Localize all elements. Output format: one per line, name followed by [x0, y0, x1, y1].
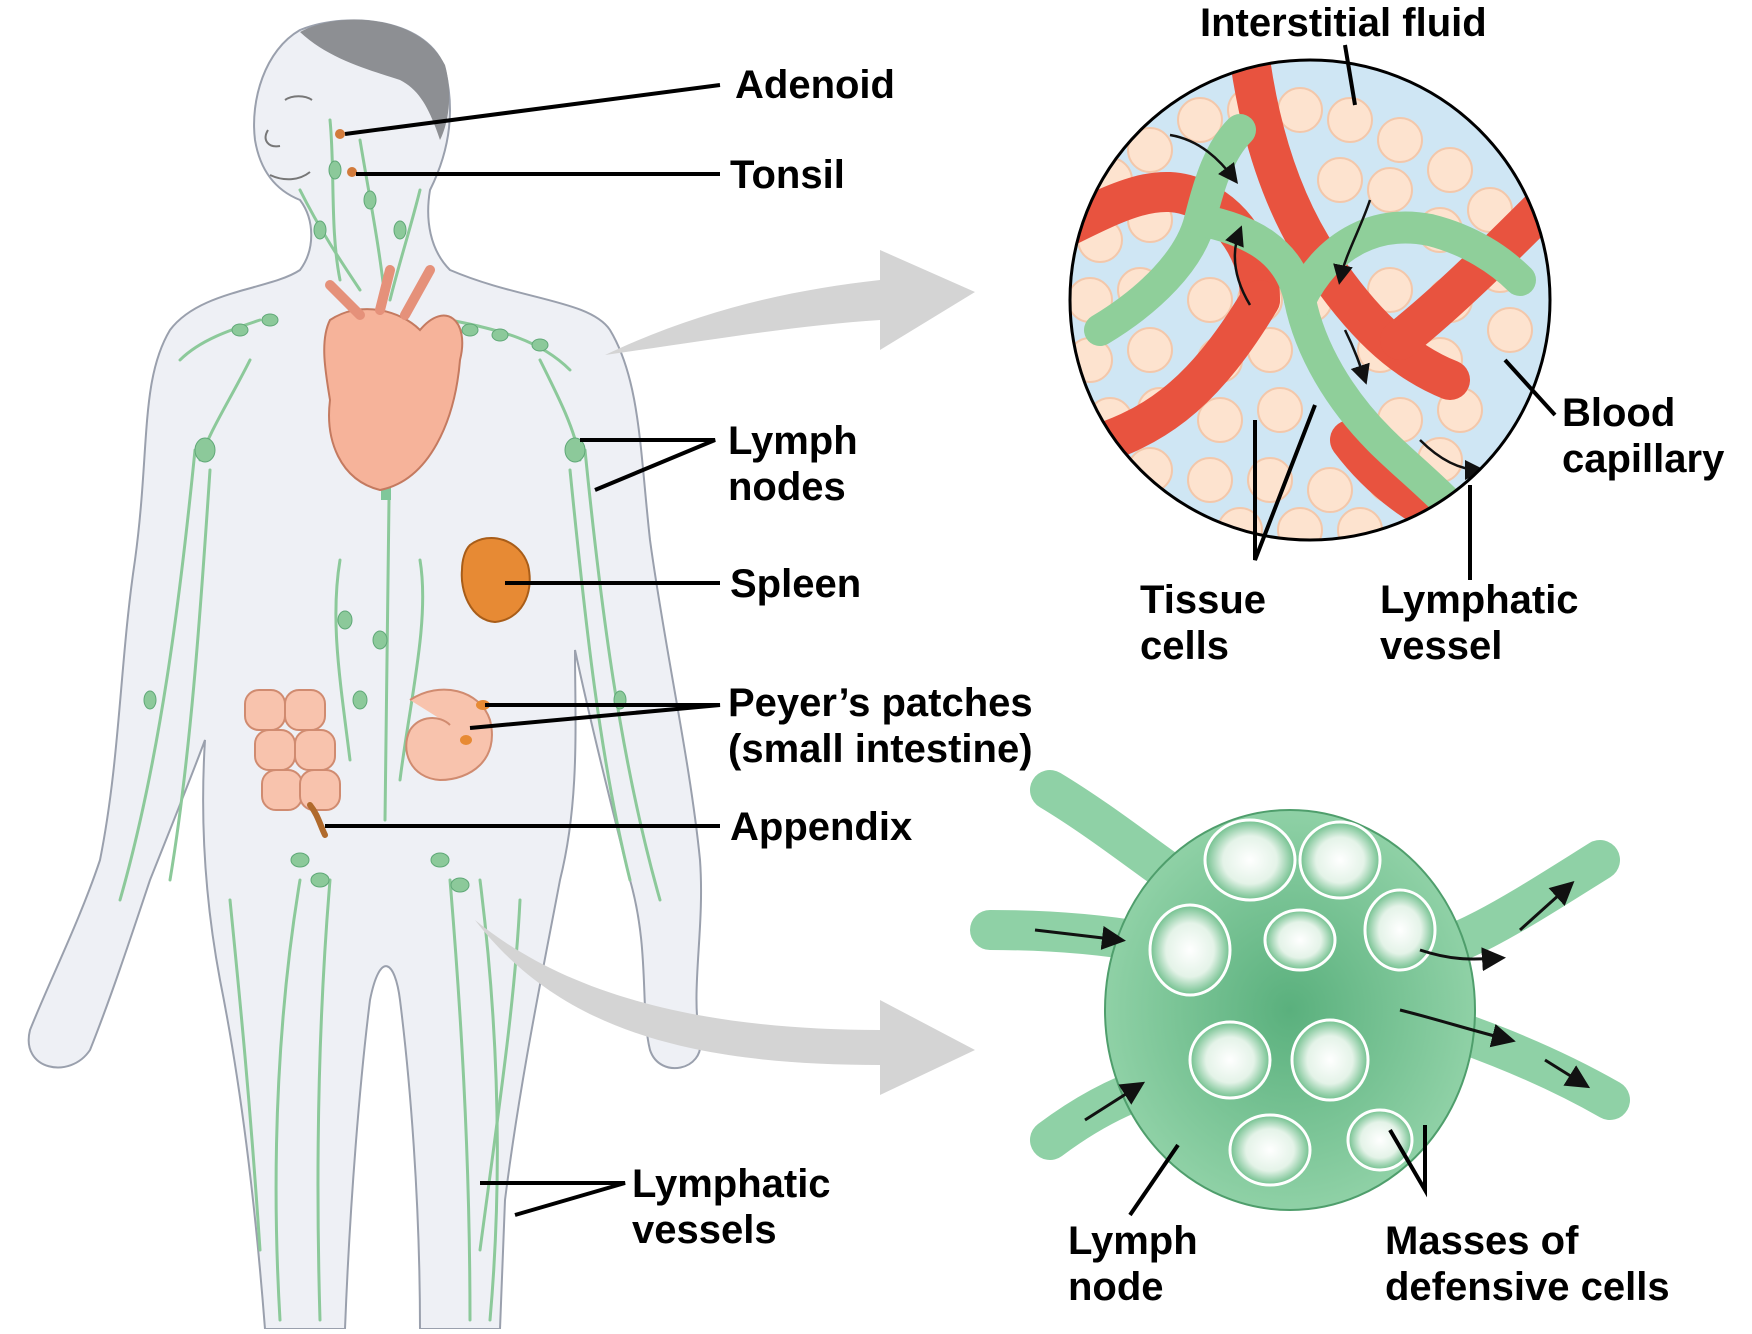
label-masses-line2: defensive cells	[1385, 1264, 1670, 1310]
body-silhouette	[29, 20, 701, 1329]
label-lymphatic-vessels-line2: vessels	[632, 1207, 831, 1253]
label-tonsil: Tonsil	[730, 152, 845, 198]
peyers-patch-2	[460, 735, 472, 745]
label-lymph-node-line1: Lymph	[1068, 1218, 1198, 1264]
adenoid	[335, 129, 345, 139]
label-tissue-cells: Tissue cells	[1140, 577, 1266, 669]
label-blood-capillary-line1: Blood	[1562, 390, 1724, 436]
label-interstitial-fluid: Interstitial fluid	[1200, 0, 1487, 46]
label-tissue-cells-line1: Tissue	[1140, 577, 1266, 623]
leader-lymph-node	[1130, 1145, 1178, 1215]
label-peyers-line1: Peyer’s patches	[728, 680, 1033, 726]
label-lymph-nodes-line2: nodes	[728, 464, 858, 510]
label-lymph-nodes-line1: Lymph	[728, 418, 858, 464]
tonsil	[347, 167, 357, 177]
tissue-inset	[1060, 60, 1550, 552]
label-appendix: Appendix	[730, 804, 912, 850]
label-masses-line1: Masses of	[1385, 1218, 1670, 1264]
label-lymph-node-line2: node	[1068, 1264, 1198, 1310]
label-peyers-line2: (small intestine)	[728, 726, 1033, 772]
label-lymphatic-vessels: Lymphatic vessels	[632, 1161, 831, 1253]
label-peyers-patches: Peyer’s patches (small intestine)	[728, 680, 1033, 772]
label-lymphatic-vessel-line2: vessel	[1380, 623, 1579, 669]
label-lymph-node: Lymph node	[1068, 1218, 1198, 1310]
label-tissue-cells-line2: cells	[1140, 623, 1266, 669]
label-masses-of-defensive-cells: Masses of defensive cells	[1385, 1218, 1670, 1310]
spleen	[462, 538, 530, 622]
callout-arrow-to-tissue	[605, 250, 975, 355]
label-lymphatic-vessel: Lymphatic vessel	[1380, 577, 1579, 669]
label-lymph-nodes: Lymph nodes	[728, 418, 858, 510]
label-lymphatic-vessels-line1: Lymphatic	[632, 1161, 831, 1207]
lymph-node-inset	[990, 790, 1610, 1210]
label-adenoid: Adenoid	[735, 62, 895, 108]
human-figure	[29, 20, 701, 1329]
callout-arrow-to-node	[475, 920, 975, 1095]
label-spleen: Spleen	[730, 561, 861, 607]
label-lymphatic-vessel-line1: Lymphatic	[1380, 577, 1579, 623]
label-blood-capillary: Blood capillary	[1562, 390, 1724, 482]
label-blood-capillary-line2: capillary	[1562, 436, 1724, 482]
